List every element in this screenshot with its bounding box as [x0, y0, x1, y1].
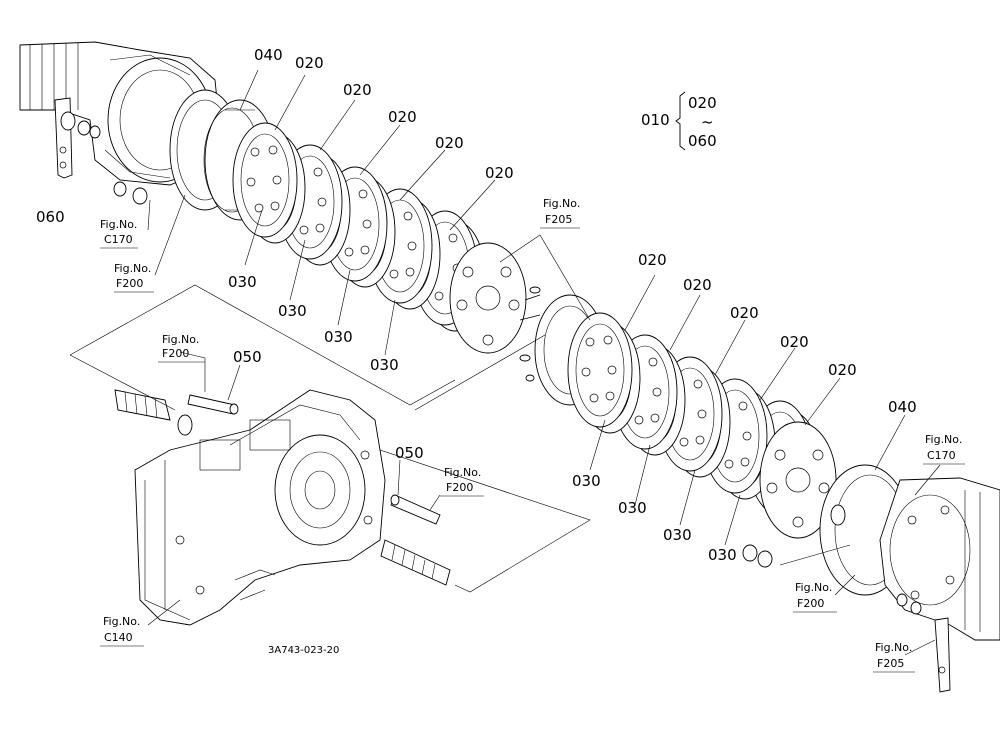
- fig-ref-f205-right: Fig.No. F205: [873, 641, 915, 673]
- label-050-a: 050: [233, 348, 262, 366]
- fig-ref-f200-left: Fig.No. F200: [114, 262, 154, 293]
- pressure-plate-top: [449, 242, 572, 362]
- legend-main: 010: [641, 111, 670, 129]
- fig-ref-c170-right: Fig.No. C170: [923, 433, 965, 465]
- fig-code-f205-mid: F205: [545, 213, 572, 226]
- fig-code-f200-right: F200: [797, 597, 824, 610]
- fig-code-f200-b: F200: [446, 481, 473, 494]
- label-030: 030: [370, 356, 399, 374]
- label-020: 020: [435, 134, 464, 152]
- lever-part-060-left: [54, 97, 101, 179]
- fig-prefix: Fig.No.: [444, 466, 481, 479]
- lever-right: [896, 593, 951, 693]
- group-frame-lines: [69, 284, 591, 593]
- shaft-right: [380, 539, 451, 586]
- fig-code-c140: C140: [104, 631, 133, 644]
- fig-code-f200-left: F200: [116, 277, 143, 290]
- label-040-right: 040: [888, 398, 917, 416]
- fig-ref-f205-mid: Fig.No. F205: [540, 197, 580, 229]
- fig-prefix: Fig.No.: [795, 581, 832, 594]
- label-020: 020: [343, 81, 372, 99]
- legend-bracket: [675, 91, 686, 151]
- fig-prefix: Fig.No.: [875, 641, 912, 654]
- label-030: 030: [708, 546, 737, 564]
- fig-ref-f200-a: Fig.No. F200: [158, 333, 205, 363]
- fig-prefix: Fig.No.: [543, 197, 580, 210]
- label-060-left: 060: [36, 208, 65, 226]
- label-020: 020: [485, 164, 514, 182]
- clutch-pack-bottom: [567, 312, 821, 522]
- fig-ref-f200-b: Fig.No. F200: [440, 466, 484, 497]
- pin-part-050-a: [187, 394, 239, 415]
- pressure-plate-bottom: [759, 421, 837, 539]
- fig-prefix: Fig.No.: [162, 333, 199, 346]
- label-030: 030: [663, 526, 692, 544]
- part-labels: 060 040 040 050 050: [36, 46, 917, 462]
- label-030: 030: [324, 328, 353, 346]
- labels-030: 030 030 030 030 030 030 030 030: [228, 273, 737, 564]
- labels-020: 020 020 020 020 020 020 020 020 020 020: [295, 54, 857, 379]
- label-030: 030: [228, 273, 257, 291]
- top-disc-1: [232, 122, 298, 238]
- fig-ref-c140: Fig.No. C140: [100, 615, 144, 647]
- leader-lines: [147, 69, 941, 656]
- fig-code-f200-a: F200: [162, 347, 189, 360]
- fig-prefix: Fig.No.: [103, 615, 140, 628]
- label-030: 030: [572, 472, 601, 490]
- clutch-pack-top: [232, 122, 486, 332]
- drawing-code: 3A743-023-20: [268, 645, 339, 656]
- label-020: 020: [388, 108, 417, 126]
- small-nuts-left: [113, 181, 148, 205]
- label-020: 020: [295, 54, 324, 72]
- small-nuts-right: [742, 544, 773, 568]
- label-020: 020: [730, 304, 759, 322]
- label-040-top: 040: [254, 46, 283, 64]
- fig-ref-f200-right: Fig.No. F200: [793, 581, 837, 613]
- label-020: 020: [638, 251, 667, 269]
- fig-code-c170-left: C170: [104, 233, 133, 246]
- label-020: 020: [683, 276, 712, 294]
- bottom-disc-1: [567, 312, 633, 428]
- transmission-case: [134, 389, 386, 626]
- fig-prefix: Fig.No.: [925, 433, 962, 446]
- legend-range-start: 020: [688, 94, 717, 112]
- shaft-left: [114, 389, 193, 436]
- label-020: 020: [828, 361, 857, 379]
- housing-bottom-right: [879, 477, 1000, 641]
- fig-ref-c170-left: Fig.No. C170: [100, 218, 138, 249]
- legend-range-sep: ~: [701, 113, 714, 131]
- fig-prefix: Fig.No.: [114, 262, 151, 275]
- fig-code-c170-right: C170: [927, 449, 956, 462]
- legend-range-end: 060: [688, 132, 717, 150]
- fig-code-f205-right: F205: [877, 657, 904, 670]
- label-020: 020: [780, 333, 809, 351]
- pin-part-050-b: [390, 494, 441, 525]
- label-050-b: 050: [395, 444, 424, 462]
- legend-010: 010 020 ~ 060: [641, 91, 717, 151]
- label-030: 030: [618, 499, 647, 517]
- fig-prefix: Fig.No.: [100, 218, 137, 231]
- label-030: 030: [278, 302, 307, 320]
